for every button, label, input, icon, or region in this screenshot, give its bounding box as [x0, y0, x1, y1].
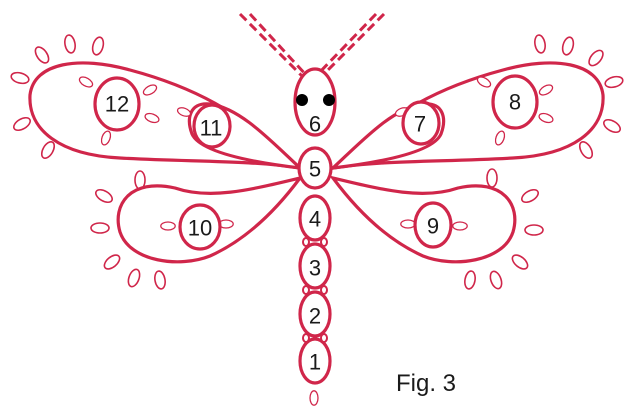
ring-12: [93, 76, 141, 132]
picot: [31, 43, 53, 67]
picot: [487, 269, 505, 291]
picot: [309, 390, 319, 406]
picot: [101, 251, 123, 273]
ring-1: [298, 337, 332, 385]
eyes: [296, 94, 335, 106]
ring-labels: 6 5 4 3 2 1 12 11 7 8 10 9: [105, 90, 521, 375]
body-joins: [302, 237, 328, 343]
picot: [603, 74, 625, 90]
ring-label-8: 8: [509, 90, 521, 115]
picot: [585, 47, 607, 69]
ring-4: [298, 194, 332, 242]
picot: [9, 70, 31, 86]
ring-label-10: 10: [188, 216, 212, 241]
picot: [90, 35, 106, 57]
picot: [125, 267, 143, 289]
antennae: [238, 12, 386, 78]
join-mark: [302, 237, 310, 247]
picot: [10, 114, 34, 134]
ring-label-4: 4: [309, 207, 321, 232]
ring-label-6: 6: [309, 112, 321, 137]
join-mark: [302, 333, 310, 343]
picot: [452, 221, 468, 231]
body-rings: [93, 67, 539, 385]
picot: [160, 221, 176, 231]
right-eye: [323, 94, 335, 106]
picot: [524, 224, 544, 236]
ring-6-head: [293, 67, 337, 137]
picot: [532, 33, 548, 55]
join-mark: [302, 285, 310, 295]
ring-7: [401, 100, 441, 146]
join-mark: [320, 237, 328, 247]
ring-label-9: 9: [427, 214, 439, 239]
ring-label-1: 1: [309, 350, 321, 375]
picot: [486, 168, 498, 188]
picot: [62, 33, 78, 55]
ring-label-3: 3: [309, 256, 321, 281]
ring-label-2: 2: [309, 304, 321, 329]
ring-2: [298, 290, 332, 338]
picot: [38, 138, 58, 162]
picot: [462, 269, 478, 291]
ring-label-12: 12: [105, 92, 129, 117]
ring-9: [413, 201, 453, 249]
ring-10: [178, 203, 222, 251]
left-antenna-b: [248, 12, 309, 78]
ring-label-7: 7: [414, 112, 426, 137]
ring-8: [491, 74, 539, 130]
join-mark: [320, 285, 328, 295]
picot: [152, 269, 168, 291]
left-antenna-a: [238, 12, 304, 78]
left-eye: [296, 94, 308, 106]
picot: [518, 186, 542, 206]
right-antenna-b: [314, 12, 378, 78]
ring-3: [298, 242, 332, 290]
right-antenna-a: [320, 12, 386, 78]
picot: [560, 35, 576, 57]
ring-11: [192, 103, 232, 149]
ring-5: [297, 146, 333, 190]
join-mark: [320, 333, 328, 343]
ring-label-5: 5: [309, 157, 321, 182]
figure-caption: Fig. 3: [396, 370, 457, 397]
picot: [90, 222, 110, 234]
picot: [400, 219, 416, 229]
picot: [92, 186, 116, 206]
picot: [576, 138, 596, 162]
ring-label-11: 11: [200, 116, 223, 141]
picot: [509, 251, 531, 273]
picot: [600, 116, 624, 136]
